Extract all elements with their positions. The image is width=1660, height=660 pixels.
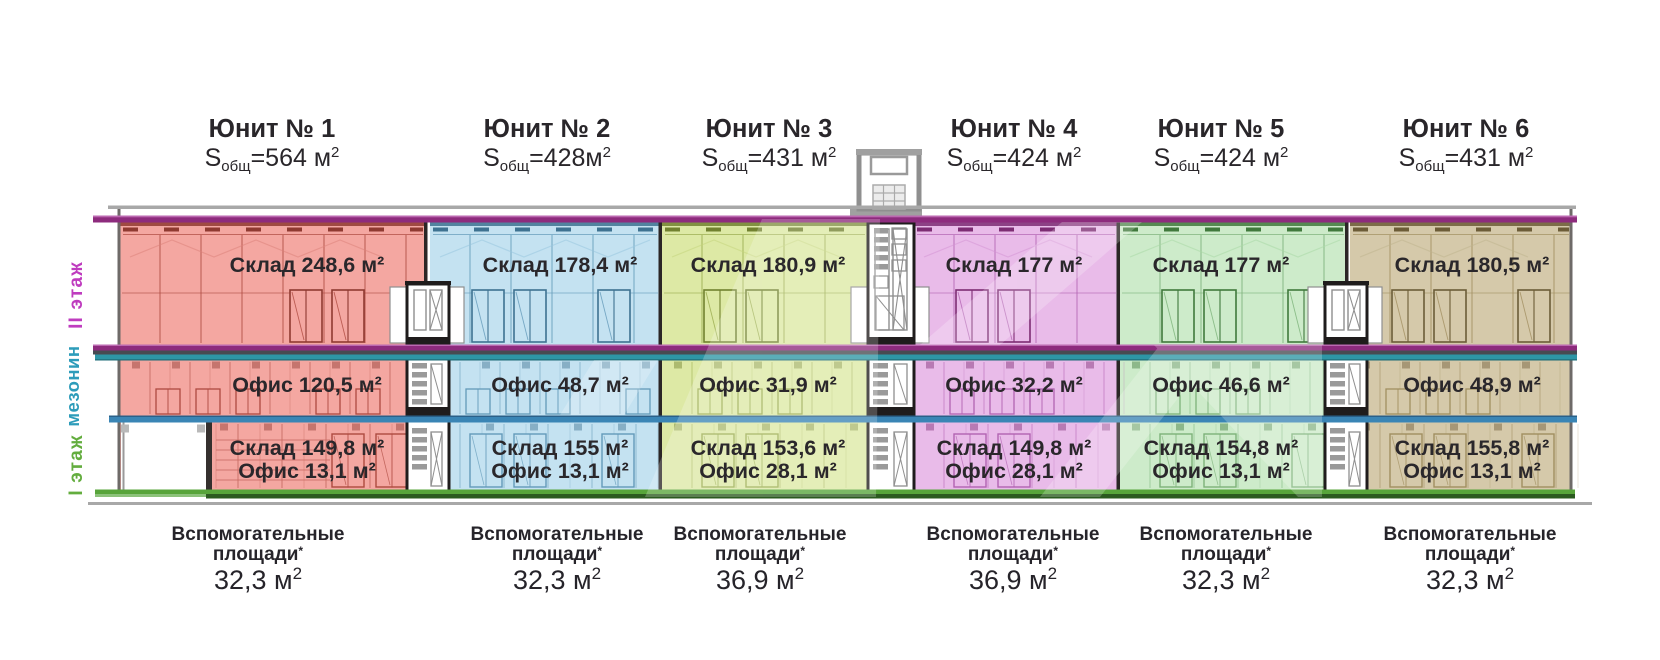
- svg-text:I этаж: I этаж: [66, 434, 87, 495]
- svg-text:Sобщ=424 м2: Sобщ=424 м2: [947, 144, 1082, 175]
- svg-text:Офис 31,9 м²: Офис 31,9 м²: [699, 373, 837, 397]
- svg-text:32,3 м2: 32,3 м2: [1426, 564, 1514, 595]
- svg-text:Склад 248,6 м²: Склад 248,6 м²: [230, 253, 385, 277]
- svg-text:Склад 155 м²: Склад 155 м²: [492, 436, 629, 460]
- svg-text:Вспомогательные: Вспомогательные: [471, 524, 644, 545]
- svg-text:Офис 120,5 м²: Офис 120,5 м²: [232, 373, 382, 397]
- svg-text:Склад 177 м²: Склад 177 м²: [946, 253, 1083, 277]
- svg-text:Вспомогательные: Вспомогательные: [1140, 524, 1313, 545]
- svg-text:32,3 м2: 32,3 м2: [214, 564, 302, 595]
- svg-text:Вспомогательные: Вспомогательные: [674, 524, 847, 545]
- svg-text:Склад 178,4 м²: Склад 178,4 м²: [483, 253, 638, 277]
- svg-text:Офис 46,6 м²: Офис 46,6 м²: [1152, 373, 1290, 397]
- svg-text:36,9 м2: 36,9 м2: [716, 564, 804, 595]
- svg-text:площади*: площади*: [1181, 544, 1271, 565]
- svg-text:площади*: площади*: [715, 544, 805, 565]
- svg-text:площади*: площади*: [968, 544, 1058, 565]
- svg-text:Вспомогательные: Вспомогательные: [1384, 524, 1557, 545]
- svg-text:32,3 м2: 32,3 м2: [513, 564, 601, 595]
- svg-text:Офис 13,1 м²: Офис 13,1 м²: [1152, 459, 1290, 483]
- svg-text:36,9 м2: 36,9 м2: [969, 564, 1057, 595]
- svg-text:Склад 149,8 м²: Склад 149,8 м²: [937, 436, 1092, 460]
- svg-text:32,3 м2: 32,3 м2: [1182, 564, 1270, 595]
- svg-text:Склад 180,9 м²: Склад 180,9 м²: [691, 253, 846, 277]
- svg-text:Вспомогательные: Вспомогательные: [172, 524, 345, 545]
- svg-text:Офис 48,7 м²: Офис 48,7 м²: [491, 373, 629, 397]
- svg-text:Офис 13,1 м²: Офис 13,1 м²: [1403, 459, 1541, 483]
- svg-text:Склад 149,8 м²: Склад 149,8 м²: [230, 436, 385, 460]
- svg-text:Sобщ=564 м2: Sобщ=564 м2: [205, 144, 340, 175]
- svg-text:Склад 177 м²: Склад 177 м²: [1153, 253, 1290, 277]
- svg-text:II этаж: II этаж: [66, 261, 87, 329]
- svg-text:Юнит № 6: Юнит № 6: [1403, 115, 1530, 143]
- svg-text:Склад 154,8 м²: Склад 154,8 м²: [1144, 436, 1299, 460]
- svg-text:Склад 180,5 м²: Склад 180,5 м²: [1395, 253, 1550, 277]
- svg-text:Склад 153,6 м²: Склад 153,6 м²: [691, 436, 846, 460]
- svg-text:Офис 32,2 м²: Офис 32,2 м²: [945, 373, 1083, 397]
- svg-text:Юнит № 3: Юнит № 3: [706, 115, 833, 143]
- svg-text:Офис 13,1 м²: Офис 13,1 м²: [491, 459, 629, 483]
- svg-text:Склад 155,8 м²: Склад 155,8 м²: [1395, 436, 1550, 460]
- svg-text:Офис 13,1 м²: Офис 13,1 м²: [238, 459, 376, 483]
- svg-text:Вспомогательные: Вспомогательные: [927, 524, 1100, 545]
- svg-text:Офис 28,1 м²: Офис 28,1 м²: [945, 459, 1083, 483]
- svg-text:площади*: площади*: [1425, 544, 1515, 565]
- svg-text:Юнит № 1: Юнит № 1: [209, 115, 336, 143]
- svg-text:Офис 48,9 м²: Офис 48,9 м²: [1403, 373, 1541, 397]
- svg-text:Юнит № 5: Юнит № 5: [1158, 115, 1285, 143]
- svg-text:площади*: площади*: [213, 544, 303, 565]
- svg-text:Юнит № 2: Юнит № 2: [484, 115, 611, 143]
- svg-text:мезонин: мезонин: [62, 345, 83, 426]
- svg-text:площади*: площади*: [512, 544, 602, 565]
- svg-text:Офис 28,1 м²: Офис 28,1 м²: [699, 459, 837, 483]
- svg-text:Юнит № 4: Юнит № 4: [951, 115, 1078, 143]
- svg-text:Sобщ=431 м2: Sобщ=431 м2: [702, 144, 837, 175]
